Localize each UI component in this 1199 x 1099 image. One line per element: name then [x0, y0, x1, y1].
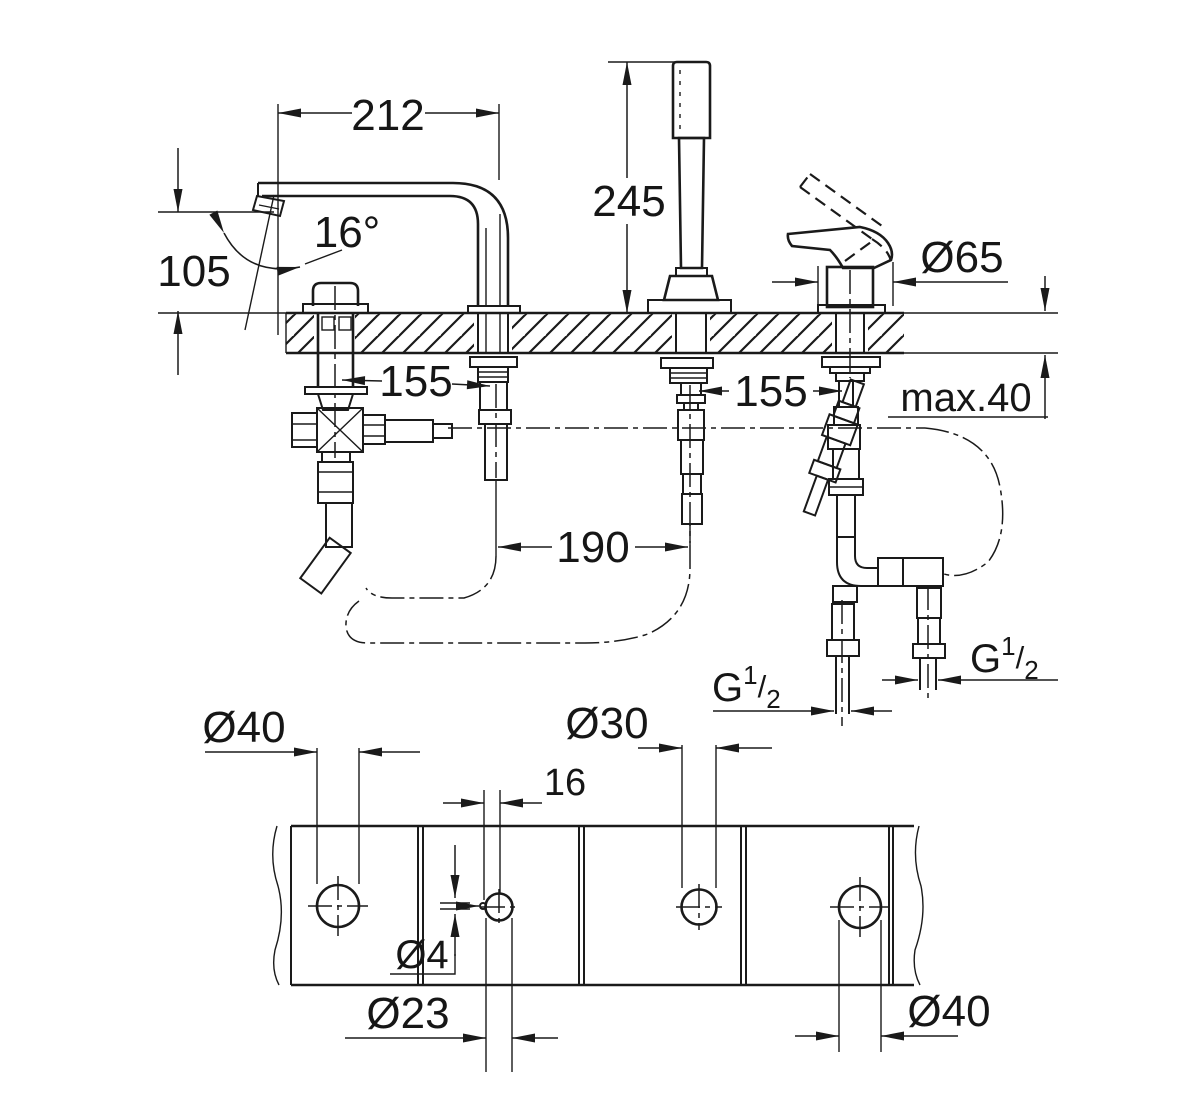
dim-spout-height: 105	[157, 247, 230, 296]
plan-deck-strip	[272, 824, 924, 987]
plan-view-dimensions: Ø40 Ø30 16 Ø4 Ø23	[202, 699, 991, 1072]
dim-handle-diameter: Ø65	[920, 233, 1003, 282]
dim-hole-right: Ø40	[907, 987, 990, 1036]
dim-pin-offset: 16	[544, 762, 586, 804]
mixer-hose-left	[827, 380, 944, 603]
thread-size-left: G1/2	[712, 660, 781, 714]
mixer-handle	[786, 173, 946, 726]
supply-tail-right	[912, 586, 946, 702]
side-view: 212 16° 105 245 Ø65 155	[157, 60, 1058, 726]
dim-hose-spacing: 190	[556, 523, 629, 572]
dim-pin-diameter: Ø4	[395, 933, 448, 977]
dim-deck-thickness: max.40	[900, 376, 1031, 420]
mixer-handle-phantom	[799, 173, 893, 262]
spout	[251, 181, 521, 556]
plan-view: Ø40 Ø30 16 Ø4 Ø23	[202, 699, 991, 1072]
thread-size-right: G1/2	[970, 631, 1039, 685]
diverter	[291, 281, 453, 595]
dim-hole-left: Ø40	[202, 703, 285, 752]
dim-spout-reach: 212	[351, 91, 424, 140]
side-view-dimensions: 212 16° 105 245 Ø65 155	[157, 61, 1058, 716]
dim-spout-angle: 16°	[314, 208, 381, 257]
plan-holes	[308, 876, 890, 937]
hand-shower	[647, 60, 732, 545]
hose-centerlines	[345, 384, 1004, 644]
supply-tail-left	[826, 600, 860, 726]
dim-hole-spout: Ø23	[366, 989, 449, 1038]
dim-handshower-height: 245	[592, 177, 665, 226]
dim-spacing-left: 155	[379, 357, 452, 406]
mixer-hose-right	[802, 378, 866, 517]
dim-spacing-right: 155	[734, 367, 807, 416]
deck-section	[158, 311, 1058, 355]
dim-hole-shower: Ø30	[565, 699, 648, 748]
